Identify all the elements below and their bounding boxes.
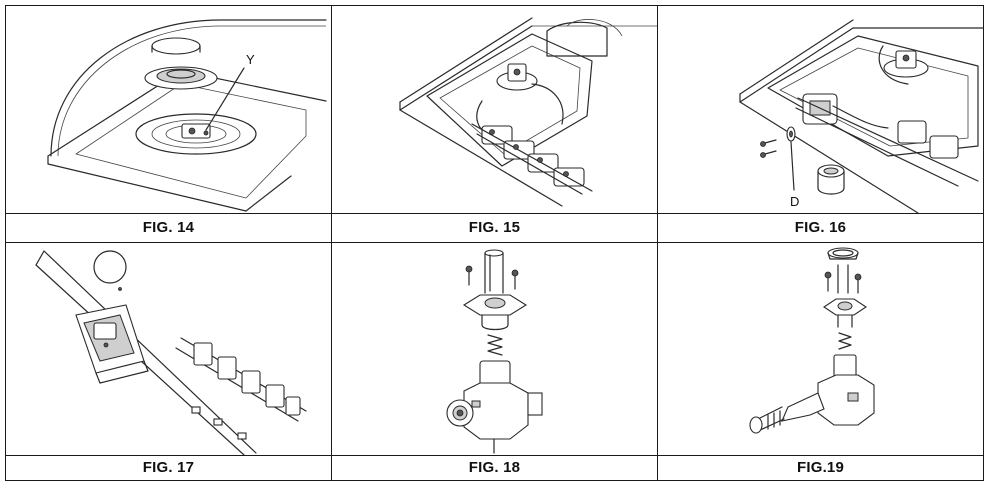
- fig-15-illustration: [331, 5, 658, 214]
- fig-16-label-d: D: [790, 194, 799, 209]
- fig-16-caption: FIG. 16: [794, 219, 847, 236]
- fig-14-illustration: Y: [5, 5, 332, 214]
- fig-15-caption: FIG. 15: [468, 219, 521, 236]
- fig-14-caption: FIG. 14: [142, 219, 195, 236]
- fig-14-label-y: Y: [246, 52, 255, 67]
- figure-sheet: Y: [5, 5, 984, 490]
- fig-16-caption-cell: FIG. 16: [657, 213, 984, 243]
- fig-16-illustration: D: [657, 5, 984, 214]
- fig-17-illustration: [5, 242, 332, 456]
- fig-17-caption: FIG. 17: [142, 459, 195, 476]
- fig-19-caption-cell: FIG.19: [657, 455, 984, 481]
- fig-19-caption: FIG.19: [796, 459, 845, 476]
- fig-18-illustration: [331, 242, 658, 456]
- fig-17-caption-cell: FIG. 17: [5, 455, 332, 481]
- fig-18-caption: FIG. 18: [468, 459, 521, 476]
- fig-18-caption-cell: FIG. 18: [331, 455, 658, 481]
- figure-grid: Y: [5, 5, 984, 481]
- fig-14-caption-cell: FIG. 14: [5, 213, 332, 243]
- fig-15-caption-cell: FIG. 15: [331, 213, 658, 243]
- fig-19-illustration: [657, 242, 984, 456]
